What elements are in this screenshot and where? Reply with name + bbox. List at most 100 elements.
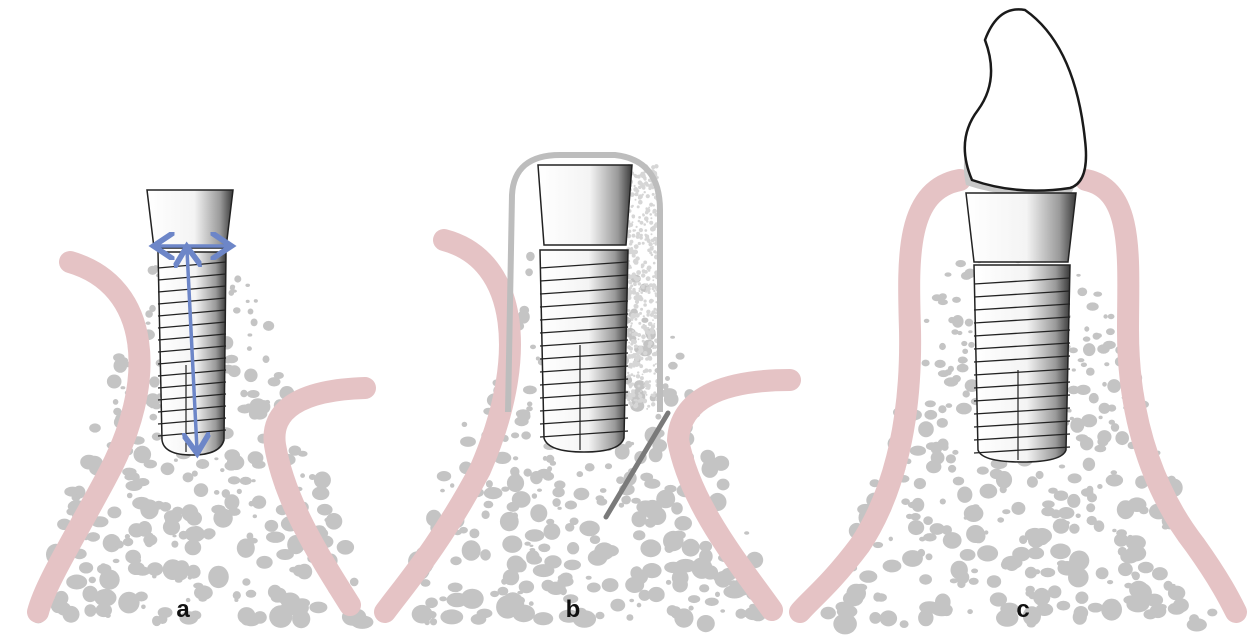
bone-particle: [240, 390, 247, 398]
graft-particle: [639, 355, 641, 357]
bone-particle: [233, 307, 241, 313]
bone-particle: [89, 577, 96, 584]
bone-particle: [880, 610, 897, 626]
bone-particle: [957, 487, 972, 503]
bone-particle: [1076, 274, 1080, 277]
bone-particle: [972, 504, 980, 509]
bone-particle: [1111, 470, 1118, 474]
bone-particle: [175, 560, 190, 574]
bone-particle: [477, 609, 493, 619]
bone-particle: [1075, 592, 1088, 604]
graft-particle: [644, 368, 648, 372]
bone-particle: [529, 601, 534, 606]
bone-particle: [84, 604, 96, 617]
bone-particle: [447, 593, 468, 608]
bone-particle: [513, 456, 518, 460]
graft-particle: [655, 363, 657, 365]
graft-particle: [628, 280, 633, 285]
bone-particle: [152, 616, 161, 626]
bone-particle: [252, 460, 266, 468]
bone-particle: [1041, 507, 1055, 516]
bone-particle: [237, 539, 255, 558]
graft-particle: [649, 213, 652, 216]
bone-particle: [1099, 403, 1111, 414]
bone-particle: [557, 576, 573, 586]
bone-particle: [938, 439, 949, 450]
bone-particle: [245, 284, 250, 287]
graft-particle: [638, 186, 642, 190]
bone-particle: [600, 488, 607, 493]
bone-particle: [190, 611, 202, 620]
bone-particle: [309, 602, 327, 614]
bone-particle: [543, 472, 554, 481]
bone-particle: [668, 362, 678, 370]
bone-particle: [526, 252, 535, 261]
bone-particle: [630, 442, 634, 445]
bone-particle: [666, 580, 671, 585]
bone-particle: [855, 584, 867, 591]
bone-particle: [544, 555, 561, 568]
bone-particle: [564, 560, 581, 571]
panel-label-c: c: [1016, 596, 1029, 623]
dental-crown: [964, 9, 1086, 196]
bone-particle: [462, 422, 468, 427]
bone-particle: [171, 541, 178, 548]
bone-particle: [547, 466, 552, 471]
bone-particle: [185, 526, 205, 542]
bone-particle: [462, 540, 481, 561]
graft-particle: [630, 351, 632, 353]
bone-particle: [165, 515, 176, 526]
bone-particle: [1117, 500, 1135, 519]
bone-particle: [1168, 603, 1185, 615]
bone-particle: [172, 535, 176, 538]
bone-particle: [1093, 292, 1102, 297]
graft-particle: [638, 220, 641, 223]
bone-particle: [149, 376, 159, 387]
bone-particle: [697, 615, 715, 632]
graft-particle: [644, 400, 647, 403]
bone-particle: [931, 412, 937, 418]
bone-particle: [337, 540, 354, 555]
bone-particle: [131, 555, 141, 561]
bone-particle: [656, 490, 675, 509]
bone-particle: [254, 299, 258, 303]
bone-particle: [143, 534, 157, 545]
bone-particle: [554, 480, 565, 489]
bone-particle: [688, 595, 700, 603]
bone-particle: [530, 471, 543, 484]
graft-particle: [631, 383, 634, 386]
bone-particle: [269, 605, 292, 628]
bone-particle: [536, 357, 540, 361]
bone-particle: [1050, 544, 1071, 560]
bone-particle: [537, 489, 542, 492]
graft-particle: [630, 316, 633, 319]
bone-particle: [956, 403, 972, 415]
graft-particle: [642, 186, 646, 190]
bone-particle: [314, 472, 331, 489]
bone-particle: [148, 266, 158, 275]
graft-particle: [650, 299, 653, 302]
bone-particle: [699, 541, 712, 552]
bone-particle: [213, 508, 232, 527]
bone-particle: [590, 535, 600, 544]
bone-particle: [961, 341, 967, 346]
graft-particle: [630, 366, 633, 369]
bone-particle: [550, 461, 556, 466]
bone-particle: [265, 520, 279, 532]
bone-particle: [144, 460, 157, 469]
bone-particle: [89, 423, 101, 432]
bone-particle: [946, 403, 953, 408]
graft-particle: [628, 309, 631, 312]
bone-particle: [118, 592, 139, 614]
bone-particle: [1068, 386, 1080, 395]
bone-particle: [295, 610, 307, 620]
bone-particle: [145, 310, 153, 317]
graft-particle: [641, 273, 645, 277]
bone-particle: [1111, 423, 1119, 432]
bone-particle: [632, 511, 647, 527]
bone-particle: [980, 484, 998, 499]
bone-particle: [955, 260, 966, 267]
graft-particle: [635, 176, 637, 178]
graft-particle: [646, 208, 651, 213]
bone-particle: [123, 538, 133, 546]
